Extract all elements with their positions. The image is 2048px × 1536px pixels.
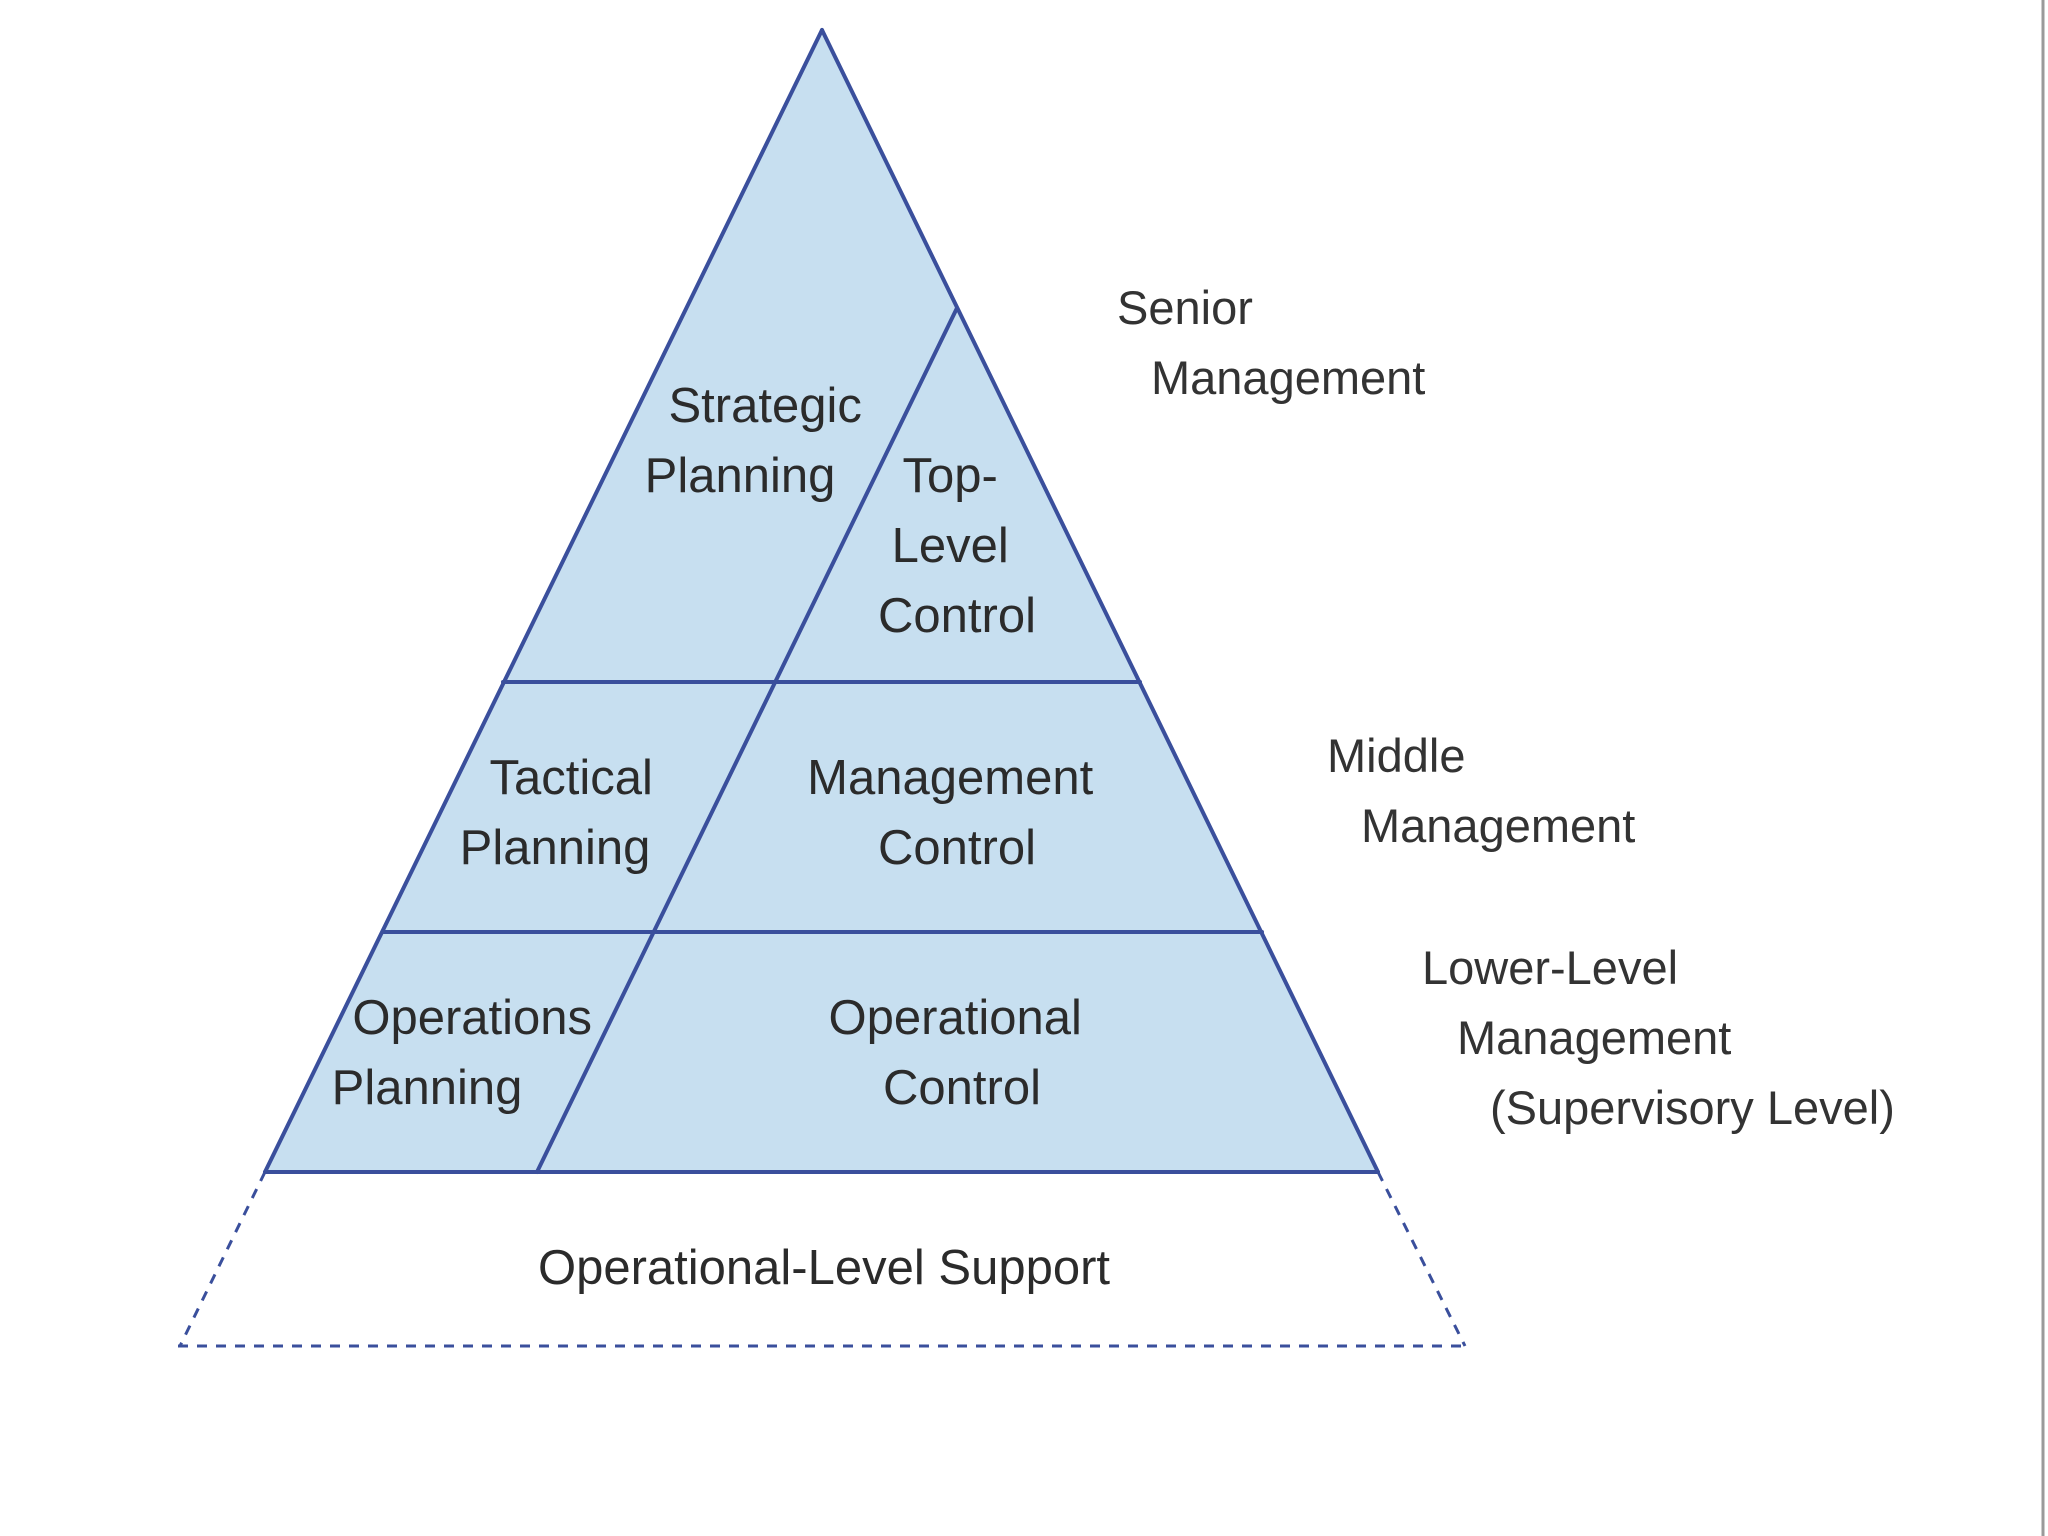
pyramid-right-edge (820, 28, 1380, 1174)
cell-operations-planning: Operations Planning (332, 991, 606, 1115)
pyramid-left-edge (263, 28, 824, 1174)
cell-operational-control: Operational Control (829, 991, 1096, 1115)
support-left-dashed-edge (178, 1171, 267, 1347)
cell-tactical-planning: Tactical Planning (460, 751, 667, 875)
level-middle-management: Middle Management (1327, 729, 1635, 852)
cell-top-level-control: Top- Level Control (878, 449, 1036, 643)
support-right-dashed-edge (1376, 1171, 1467, 1347)
cell-operational-level-support: Operational-Level Support (538, 1241, 1110, 1295)
pyramid-fill (265, 30, 1378, 1172)
cell-management-control: Management Control (807, 751, 1107, 875)
planning-control-divider (535, 306, 959, 1174)
cell-strategic-planning: Strategic Planning (645, 379, 876, 503)
level-senior-management: Senior Management (1117, 281, 1425, 404)
level-lower-level-management: Lower-Level Management (Supervisory Leve… (1422, 941, 1895, 1134)
